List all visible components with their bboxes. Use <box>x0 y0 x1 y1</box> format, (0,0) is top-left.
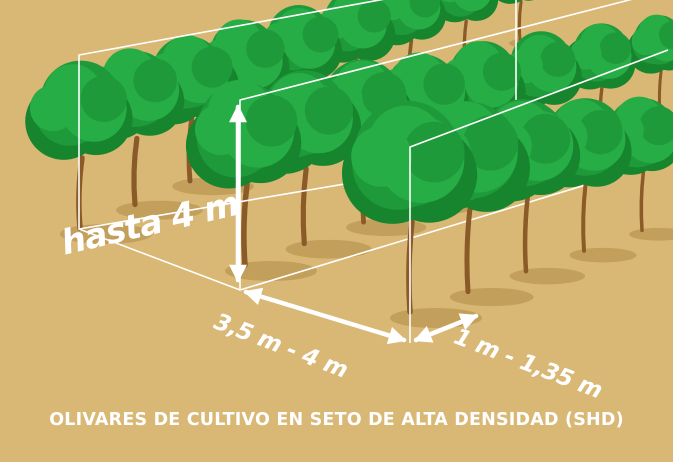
tree-shadow <box>449 287 534 307</box>
tree-shadow <box>629 227 673 241</box>
tree-trunk <box>522 195 530 274</box>
tree-canopy <box>25 60 133 160</box>
tree-canopy <box>598 96 673 175</box>
tree-trunk <box>517 0 523 42</box>
tree-shadow <box>346 218 427 237</box>
tree-trunk <box>241 182 250 268</box>
row-spacing-arrow-icon <box>243 287 407 345</box>
diagram-caption: OLIVARES DE CULTIVO EN SETO DE ALTA DENS… <box>49 410 624 430</box>
tree-shadow <box>509 267 586 285</box>
tree-trunk <box>300 166 309 247</box>
tree-shadow <box>116 200 203 220</box>
hedgerow-front <box>341 96 673 328</box>
tree-shadow <box>225 261 317 281</box>
tree-canopy <box>563 23 636 90</box>
tree-shadow <box>285 239 372 259</box>
height-frame-front-row <box>409 49 669 343</box>
tree-trunk <box>581 183 588 253</box>
tree-shadow <box>569 247 637 263</box>
tree-trunk <box>131 135 140 208</box>
tree-canopy <box>341 100 478 224</box>
tree-trunk <box>639 171 646 233</box>
tree-spacing-arrow-icon <box>413 313 479 343</box>
tree-trunk <box>464 207 473 295</box>
